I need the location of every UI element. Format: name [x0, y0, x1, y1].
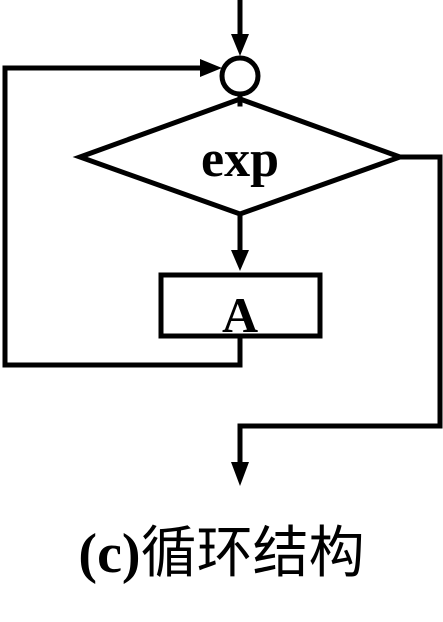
loop-back-line	[2, 65, 243, 368]
exit-flow-line	[237, 154, 443, 469]
process-label: A	[222, 287, 258, 343]
loop-junction-circle	[219, 55, 261, 97]
process-box	[158, 272, 323, 339]
decision-label: exp	[201, 131, 279, 188]
exit-arrowhead	[231, 462, 249, 486]
caption-title: 循环结构	[140, 523, 365, 585]
loop-back-arrowhead	[200, 59, 222, 77]
caption-prefix: (c)	[78, 523, 141, 585]
decision-to-process-arrowhead	[231, 250, 249, 271]
entry-arrowhead	[231, 34, 249, 56]
figure-caption: (c)循环结构	[0, 522, 443, 586]
